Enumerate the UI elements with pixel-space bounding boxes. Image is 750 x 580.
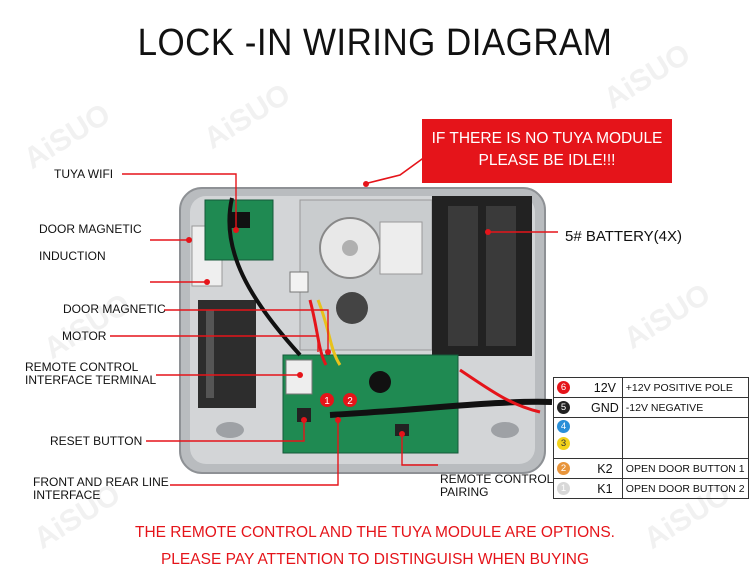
tuya-chip [230,212,250,228]
label-reset-button: RESET BUTTON [50,434,143,448]
pairing-button-switch [395,424,409,436]
label-motor: MOTOR [62,329,107,343]
board-marker-1 [320,393,334,407]
board-marker-label: 1 [324,396,330,407]
pin-dot: 1 [557,482,570,495]
pin-dot: 2 [557,462,570,475]
notice-line-1: IF THERE IS NO TUYA MODULE [431,130,663,147]
battery-holder [432,196,532,356]
label-door-magnetic: DOOR MAGNETIC [63,302,166,316]
pin-number: 4 3 [553,417,588,459]
label-front-rear-line: FRONT AND REAR LINE [33,475,169,489]
board-marker-label: 2 [347,396,353,407]
yellow-wire [316,299,342,366]
pin-row: 6 12V +12V POSITIVE POLE [553,377,749,398]
mount-hole [491,422,519,438]
callout-dots [186,227,491,437]
notice-line-2: PLEASE BE IDLE!!! [478,152,616,169]
pin-description: OPEN DOOR BUTTON 2 [621,478,749,499]
callout-lines [110,173,558,486]
pin-row: 5 GND -12V NEGATIVE [553,397,749,418]
pin-dot: 5 [557,401,570,414]
pin-description: -12V NEGATIVE [621,397,749,418]
gearbox [379,221,423,275]
board-marker-2 [343,393,357,407]
label-remote-control-terminal-2: INTERFACE TERMINAL [25,373,157,387]
label-remote-control-pairing-2: PAIRING [440,485,489,499]
label-tuya-wifi: TUYA WIFI [54,167,114,181]
pin-number: 5 [553,397,588,418]
pin-table: 6 12V +12V POSITIVE POLE 5 GND -12V NEGA… [553,377,749,499]
label-battery: 5# BATTERY(4X) [565,228,682,245]
black-wire [329,398,553,418]
pin-number: 2 [553,458,588,479]
battery-slot [448,206,478,346]
pin-number: 6 [553,377,588,398]
gear-hole [336,292,368,324]
pin-name [588,417,623,459]
pin-name: K1 [588,478,623,499]
tuya-wifi-module [204,199,274,261]
pin-description [621,417,749,459]
pin-name: 12V [588,377,623,398]
buzzer [369,371,391,393]
pin-name: GND [588,397,623,418]
door-magnetic-connector [289,271,309,293]
mount-hole [216,422,244,438]
pin-description: +12V POSITIVE POLE [621,377,749,398]
label-remote-control-pairing: REMOTE CONTROL [440,472,554,486]
pin-row: 1 K1 OPEN DOOR BUTTON 2 [553,478,749,499]
page-title: LOCK -IN WIRING DIAGRAM [137,22,613,64]
footer-note-1: THE REMOTE CONTROL AND THE TUYA MODULE A… [134,524,615,541]
tuya-notice-box: IF THERE IS NO TUYA MODULE PLEASE BE IDL… [422,119,672,183]
battery-slot [486,206,516,346]
label-front-rear-line-2: INTERFACE [33,488,101,502]
pin-row: 2 K2 OPEN DOOR BUTTON 1 [553,458,749,479]
label-door-magnetic-induction-2: INDUCTION [39,249,106,263]
pin-number: 1 [553,478,588,499]
pin-row: 4 3 [553,417,749,459]
pin-dot: 6 [557,381,570,394]
pin-description: OPEN DOOR BUTTON 1 [621,458,749,479]
motor-shaft [342,240,358,256]
pin-dot: 4 [557,420,570,433]
footer-note-2: PLEASE PAY ATTENTION TO DISTINGUISH WHEN… [160,551,590,568]
label-door-magnetic-induction: DOOR MAGNETIC [39,222,142,236]
pin-dot: 3 [557,437,570,450]
red-wire [459,368,541,414]
reset-button-switch [297,408,311,422]
bolt-highlight [206,310,214,398]
label-remote-control-terminal: REMOTE CONTROL [25,360,139,374]
pin-name: K2 [588,458,623,479]
